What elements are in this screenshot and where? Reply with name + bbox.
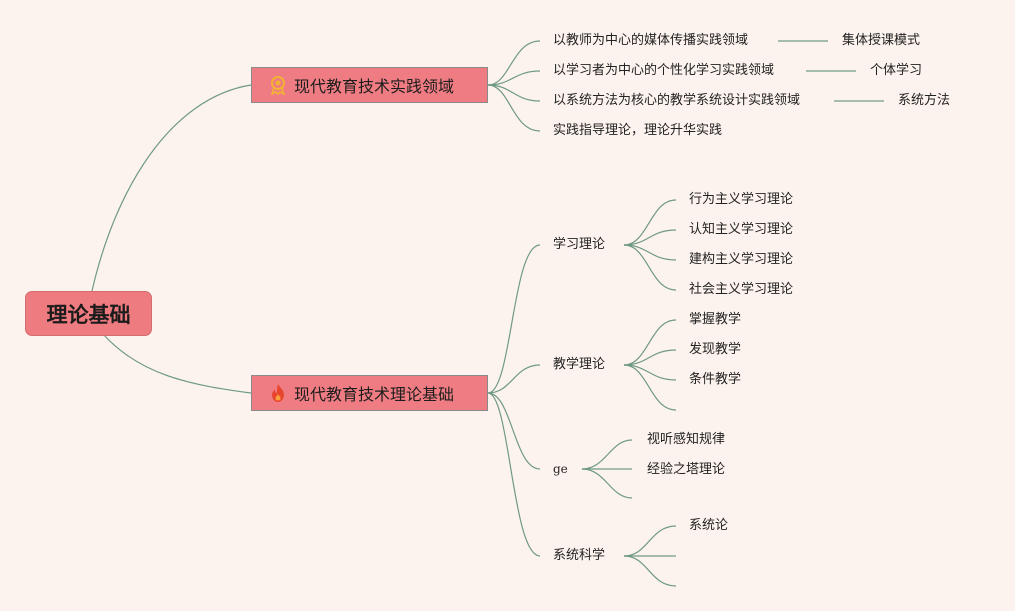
practice-item-2[interactable]: 以学习者为中心的个性化学习实践领域: [553, 63, 775, 78]
branch-theory-node[interactable]: 现代教育技术理论基础: [251, 375, 488, 411]
branch-practice-label: 现代教育技术实践领域: [294, 77, 455, 96]
award-medal-icon: [268, 75, 288, 95]
practice-note-2[interactable]: 个体学习: [870, 63, 923, 78]
learning-theory-item-3[interactable]: 建构主义学习理论: [689, 252, 794, 267]
system-science-item-1[interactable]: 系统论: [689, 518, 729, 533]
practice-note-3[interactable]: 系统方法: [898, 93, 951, 108]
ge-item-2[interactable]: 经验之塔理论: [647, 462, 726, 477]
learning-theory-item-2[interactable]: 认知主义学习理论: [689, 222, 794, 237]
fire-icon: [268, 383, 288, 403]
group-ge[interactable]: ge: [553, 462, 568, 476]
ge-item-1[interactable]: 视听感知规律: [647, 432, 726, 447]
branch-theory-label: 现代教育技术理论基础: [294, 385, 455, 404]
practice-item-4[interactable]: 实践指导理论，理论升华实践: [553, 123, 723, 138]
group-teaching-theory[interactable]: 教学理论: [553, 357, 606, 372]
learning-theory-item-4[interactable]: 社会主义学习理论: [689, 282, 794, 297]
teaching-theory-item-3[interactable]: 条件教学: [689, 372, 742, 387]
practice-item-3[interactable]: 以系统方法为核心的教学系统设计实践领域: [553, 93, 801, 108]
branch-practice-node[interactable]: 现代教育技术实践领域: [251, 67, 488, 103]
practice-item-1[interactable]: 以教师为中心的媒体传播实践领域: [553, 33, 749, 48]
group-learning-theory[interactable]: 学习理论: [553, 237, 606, 252]
practice-note-1[interactable]: 集体授课模式: [842, 33, 921, 48]
root-label: 理论基础: [46, 302, 131, 327]
teaching-theory-item-1[interactable]: 掌握教学: [689, 312, 742, 327]
teaching-theory-item-2[interactable]: 发现教学: [689, 342, 742, 357]
root-node[interactable]: 理论基础: [25, 291, 152, 336]
learning-theory-item-1[interactable]: 行为主义学习理论: [689, 192, 794, 207]
group-system-science[interactable]: 系统科学: [553, 548, 606, 563]
